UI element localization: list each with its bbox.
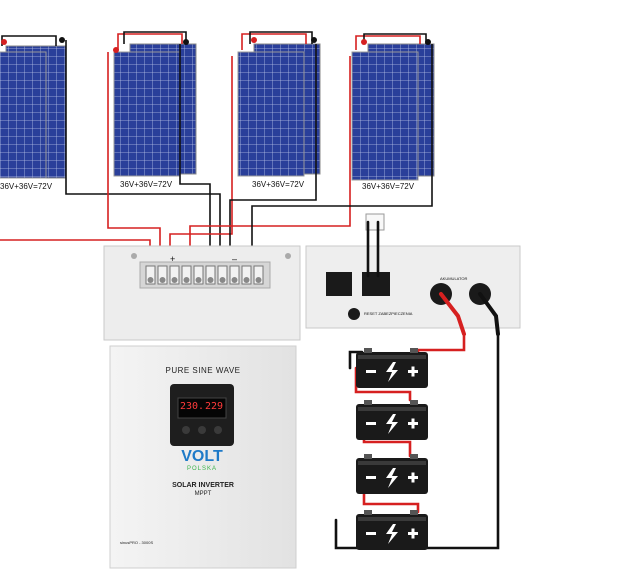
connector-dots bbox=[1, 37, 431, 53]
terminal-screw bbox=[157, 265, 168, 285]
battery-bank bbox=[356, 348, 428, 550]
reset-label: RESET ZABEZPIECZENIA bbox=[364, 311, 413, 316]
brand-subtitle: POLSKA bbox=[186, 466, 217, 472]
connection-box bbox=[305, 213, 521, 329]
inverter-headline: PURE SINE WAVE bbox=[165, 366, 241, 375]
terminal-screw bbox=[241, 265, 252, 285]
terminal-screw bbox=[193, 265, 204, 285]
brand-logo: VOLT bbox=[181, 448, 223, 465]
terminal-screw bbox=[229, 265, 240, 285]
lightning-bolt-icon bbox=[386, 414, 398, 434]
panel-group-1 bbox=[0, 45, 67, 179]
display-readout-left: 230. bbox=[180, 401, 205, 412]
terminal-screw bbox=[205, 265, 216, 285]
lightning-bolt-icon bbox=[386, 524, 398, 544]
model-label: sinusPRO - 3000S bbox=[120, 540, 154, 545]
lightning-bolt-icon bbox=[386, 362, 398, 382]
display-readout-right: 229 bbox=[204, 401, 224, 412]
product-name: SOLAR INVERTER bbox=[172, 482, 234, 489]
battery-4 bbox=[356, 510, 428, 550]
battery-1 bbox=[356, 348, 428, 388]
product-subtitle: MPPT bbox=[194, 491, 212, 497]
battery-2 bbox=[356, 400, 428, 440]
terminal-screw bbox=[181, 265, 192, 285]
lightning-bolt-icon bbox=[386, 468, 398, 488]
battery-3 bbox=[356, 454, 428, 494]
terminal-screw bbox=[217, 265, 228, 285]
terminal-screw bbox=[145, 265, 156, 285]
panel-label-4: 36V+36V=72V bbox=[362, 182, 415, 191]
terminal-minus: – bbox=[232, 254, 238, 264]
panel-label-1: 36V+36V=72V bbox=[0, 182, 53, 191]
panel-group-4 bbox=[351, 43, 435, 181]
terminal-panel bbox=[103, 245, 301, 341]
panel-group-3 bbox=[237, 43, 321, 177]
panel-wires bbox=[0, 40, 433, 262]
terminal-screw bbox=[169, 265, 180, 285]
panel-label-2: 36V+36V=72V bbox=[120, 180, 173, 189]
inverter-body bbox=[109, 345, 297, 569]
terminal-screw bbox=[253, 265, 264, 285]
panel-group-2 bbox=[113, 43, 197, 177]
battery-port-label: AKUMULATOR bbox=[440, 276, 468, 281]
terminal-plus: + bbox=[170, 254, 176, 264]
panel-label-3: 36V+36V=72V bbox=[252, 180, 305, 189]
